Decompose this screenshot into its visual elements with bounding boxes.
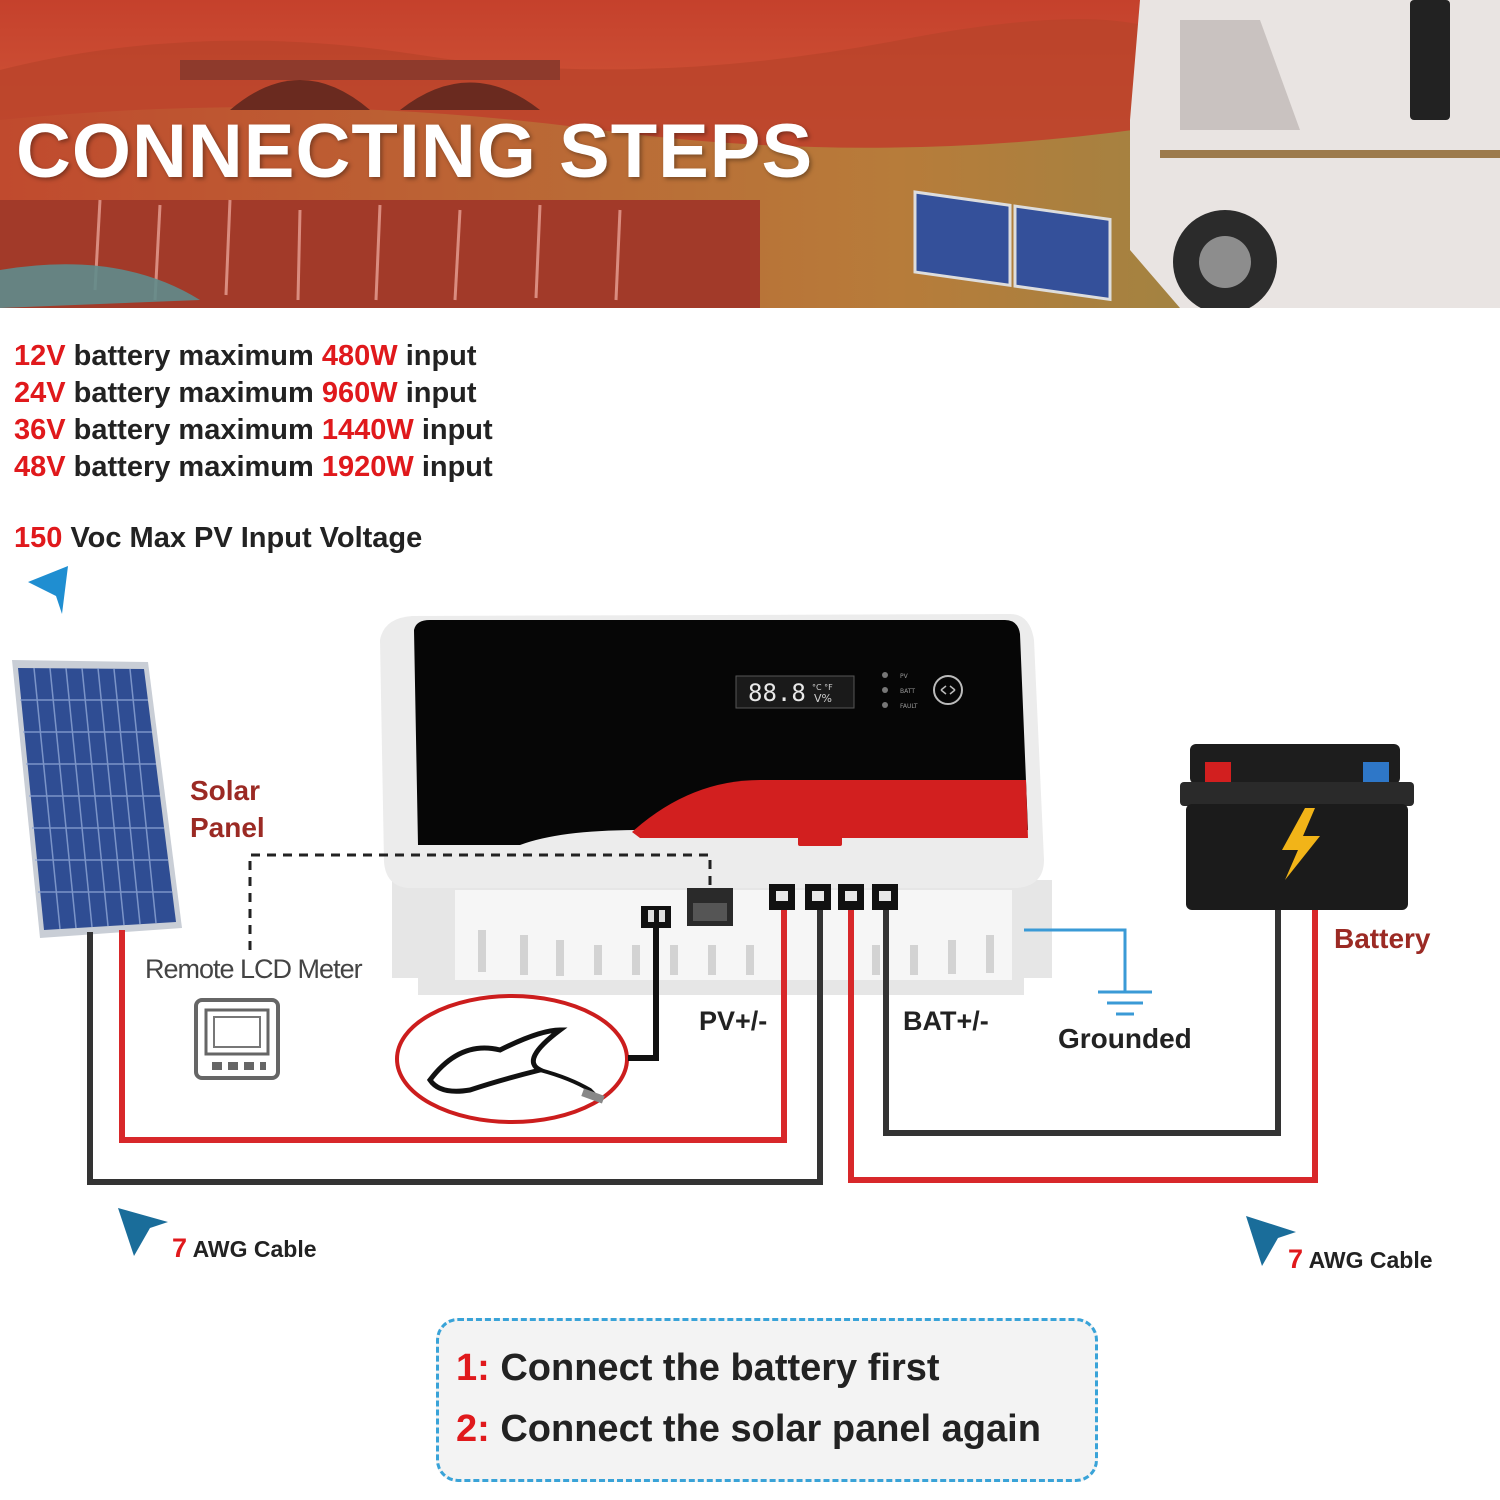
arrow-icon: [28, 566, 68, 614]
spec-line: 36V battery maximum 1440W input: [14, 414, 493, 446]
power-button-icon: [933, 675, 963, 705]
spec-line: 12V battery maximum 480W input: [14, 340, 477, 372]
led-indicator: [882, 672, 888, 678]
pv-negative-wire: [87, 910, 823, 1185]
lcd-units-bottom: V%: [814, 692, 832, 705]
remote-meter-cable: [248, 853, 712, 950]
pv-terminal-label: PV+/-: [699, 1006, 768, 1036]
led-indicator: [882, 702, 888, 708]
temperature-sensor-image: [395, 994, 629, 1124]
spec-line: 24V battery maximum 960W input: [14, 377, 477, 409]
grounded-label: Grounded: [1058, 1023, 1192, 1054]
solar-panel-image: [12, 660, 182, 938]
lcd-units-top: °C °F: [812, 683, 833, 692]
lcd-digits: 88.8: [748, 679, 806, 707]
remote-lcd-meter-label: Remote LCD Meter: [145, 954, 363, 984]
ground-wire: [1024, 928, 1127, 992]
sensor-cable: [628, 928, 659, 1061]
charge-controller-image: 88.8 °C °F V% PV BATT FAULT: [380, 614, 1052, 995]
temp-sensor-port: [641, 906, 671, 928]
remote-lcd-meter-icon: [194, 998, 280, 1080]
battery-label: Battery: [1334, 923, 1431, 954]
battery-positive-wire: [848, 908, 1318, 1183]
cable-spec-left: 7 AWG Cable: [172, 1233, 317, 1263]
spec-line: 48V battery maximum 1920W input: [14, 451, 493, 483]
pv-voltage-spec: 150 Voc Max PV Input Voltage: [14, 522, 423, 554]
banner-scene-image: [0, 0, 1500, 308]
battery-image: [1180, 744, 1414, 910]
connection-steps-box: 1: Connect the battery first 2: Connect …: [436, 1318, 1098, 1482]
page-title: CONNECTING STEPS: [16, 109, 814, 194]
svg-text:FAULT: FAULT: [900, 703, 918, 710]
solar-panel-label: Solar Panel: [190, 775, 265, 843]
battery-negative-wire: [883, 908, 1281, 1136]
svg-text:PV: PV: [900, 673, 909, 680]
arrow-icon: [1246, 1216, 1296, 1266]
ground-symbol-icon: [1098, 990, 1152, 1016]
led-indicator: [882, 687, 888, 693]
bat-terminal-label: BAT+/-: [903, 1006, 989, 1036]
step-1: 1: Connect the battery first: [456, 1347, 940, 1389]
cable-spec-right: 7 AWG Cable: [1288, 1244, 1433, 1274]
header-banner: CONNECTING STEPS: [0, 0, 1500, 308]
arrow-icon: [118, 1208, 168, 1256]
lightning-bolt-icon: [1282, 808, 1320, 880]
battery-spec-list: 12V battery maximum 480W input 24V batte…: [14, 338, 493, 486]
svg-text:BATT: BATT: [900, 688, 915, 695]
pv-positive-wire: [119, 910, 787, 1143]
step-2: 2: Connect the solar panel again: [456, 1408, 1041, 1450]
